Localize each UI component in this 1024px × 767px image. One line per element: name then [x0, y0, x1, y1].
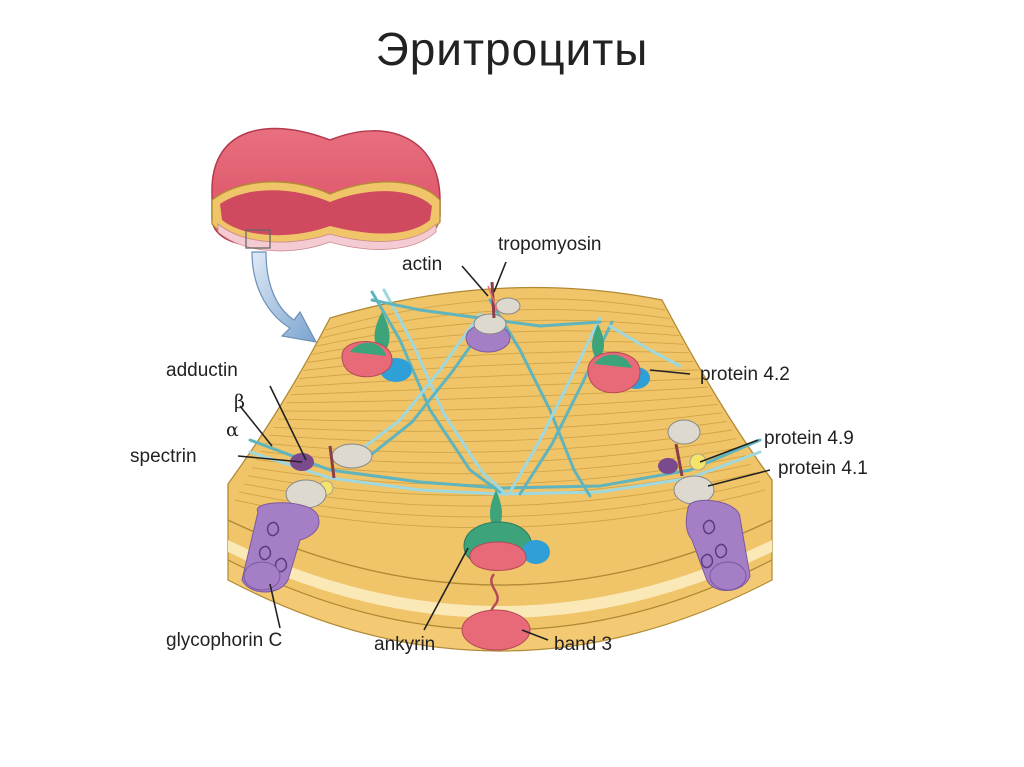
junction-right — [658, 419, 715, 505]
actin-junction-top — [465, 281, 521, 353]
junction-left — [285, 443, 373, 509]
spectrin-strand — [508, 316, 602, 494]
band3-center — [461, 490, 550, 651]
slide-title: Эритроциты — [375, 23, 649, 75]
label-band-3: band 3 — [554, 634, 612, 655]
label-adductin: adductin — [166, 360, 238, 381]
leader-lines — [237, 261, 771, 641]
label-ankyrin: ankyrin — [374, 634, 435, 655]
glycophorin-right — [685, 499, 751, 591]
label-spectrin: spectrin — [130, 446, 197, 467]
label-beta: β — [234, 391, 245, 413]
label-alpha: α — [226, 419, 239, 441]
label-tropomyosin: tropomyosin — [498, 234, 602, 255]
spectrin-strand — [370, 290, 502, 494]
spectrin-strand — [488, 298, 592, 498]
label-actin: actin — [402, 254, 442, 275]
spectrin-strand — [348, 312, 482, 460]
red-blood-cell-icon — [211, 127, 441, 252]
label-protein-4-1: protein 4.1 — [778, 458, 868, 479]
label-protein-4-9: protein 4.9 — [764, 428, 854, 449]
spectrin-strand — [382, 288, 508, 496]
band3-complex-left — [341, 312, 412, 382]
label-glycophorin-c: glycophorin C — [166, 630, 282, 651]
label-protein-4-2: protein 4.2 — [700, 364, 790, 385]
zoom-arrow-icon — [251, 251, 318, 343]
glycophorin-left — [241, 502, 320, 593]
spectrin-strand — [608, 324, 682, 368]
band3-complex-right — [587, 324, 650, 394]
